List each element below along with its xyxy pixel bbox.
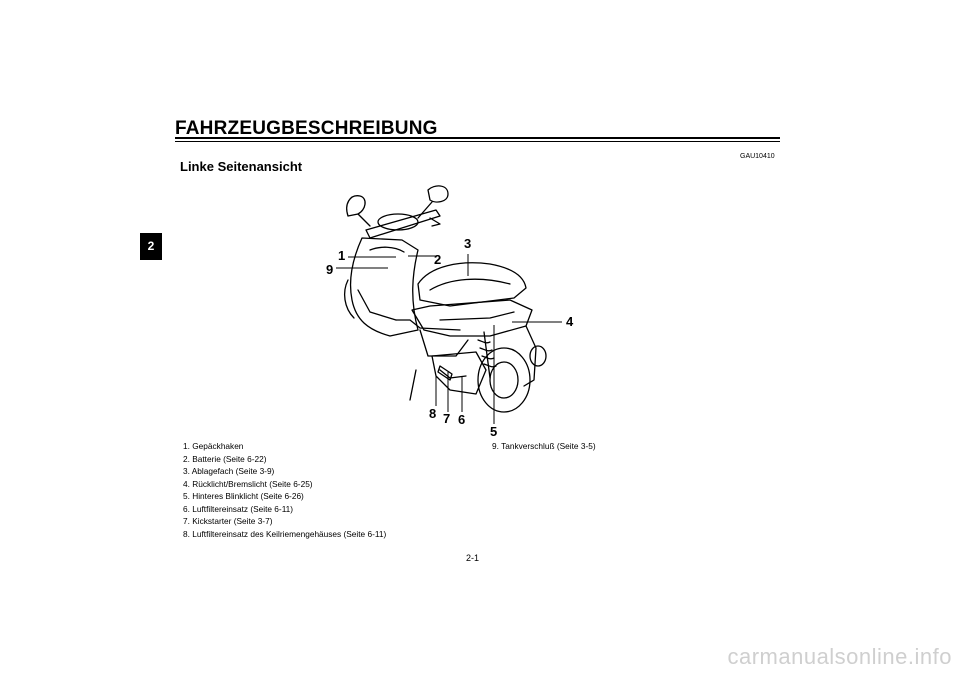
- callout-2: 2: [434, 252, 441, 267]
- callout-1: 1: [338, 248, 345, 263]
- callout-7: 7: [443, 411, 450, 426]
- watermark: carmanualsonline.info: [727, 644, 952, 669]
- right-mirror-icon: [427, 185, 449, 203]
- legend-right: 9. Tankverschluß (Seite 3-5): [492, 440, 596, 453]
- reference-code: GAU10410: [740, 153, 775, 160]
- scooter-illustration: 1 2 3 4 5 6 7 8 9: [326, 185, 574, 439]
- callout-4: 4: [566, 314, 574, 329]
- page-number: 2-1: [466, 553, 480, 563]
- legend-item: 8. Luftfiltereinsatz des Keilriemengehäu…: [183, 528, 387, 539]
- legend-item: 9. Tankverschluß (Seite 3-5): [492, 441, 596, 451]
- callout-6: 6: [458, 412, 465, 427]
- legend-item: 7. Kickstarter (Seite 3-7): [183, 516, 273, 526]
- legend-item: 3. Ablagefach (Seite 3-9): [183, 466, 275, 476]
- left-mirror-icon: [346, 195, 366, 217]
- header-rule-thin: [175, 141, 780, 142]
- legend-item: 5. Hinteres Blinklicht (Seite 6-26): [183, 491, 304, 501]
- legend-left: 1. Gepäckhaken 2. Batterie (Seite 6-22) …: [183, 440, 386, 540]
- legend-item: 1. Gepäckhaken: [183, 441, 244, 451]
- callout-9: 9: [326, 262, 333, 277]
- callout-3: 3: [464, 236, 471, 251]
- legend-item: 2. Batterie (Seite 6-22): [183, 453, 267, 464]
- header-rule: [175, 137, 780, 139]
- legend-item: 6. Luftfiltereinsatz (Seite 6-11): [183, 503, 294, 514]
- page-title: FAHRZEUGBESCHREIBUNG: [175, 118, 438, 139]
- section-heading: Linke Seitenansicht: [180, 159, 303, 174]
- callout-8: 8: [429, 406, 436, 421]
- callout-5: 5: [490, 424, 497, 439]
- legend-item: 4. Rücklicht/Bremslicht (Seite 6-25): [183, 478, 313, 489]
- chapter-tab: 2: [140, 233, 162, 260]
